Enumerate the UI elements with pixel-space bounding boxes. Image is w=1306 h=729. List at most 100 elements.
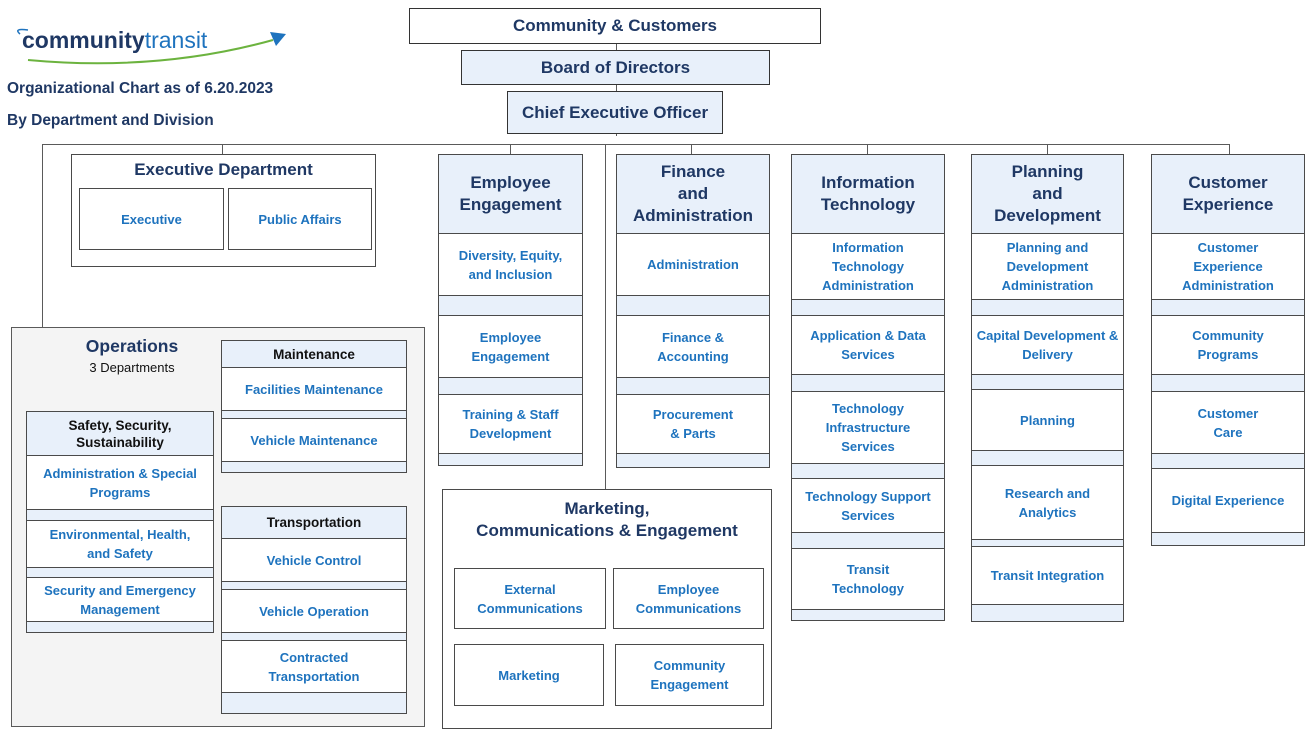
division-customer-care: Customer Care bbox=[1152, 392, 1304, 454]
planning-title: Planning and Development bbox=[972, 155, 1123, 234]
divider bbox=[792, 610, 944, 620]
division-security-emergency: Security and Emergency Management bbox=[27, 578, 213, 622]
divider bbox=[792, 533, 944, 549]
logo-text-community: community bbox=[22, 27, 145, 53]
division-administration: Administration bbox=[617, 234, 769, 296]
transportation-department: Transportation Vehicle Control Vehicle O… bbox=[221, 506, 407, 714]
divider bbox=[1152, 454, 1304, 469]
division-employee-engagement: Employee Engagement bbox=[439, 316, 582, 378]
divider bbox=[617, 454, 769, 467]
marketing-title: Marketing, Communications & Engagement bbox=[476, 499, 738, 540]
planning-department: Planning and Development Planning and De… bbox=[971, 154, 1124, 622]
division-procurement: Procurement & Parts bbox=[617, 395, 769, 454]
it-title: Information Technology bbox=[792, 155, 944, 234]
division-ehs: Environmental, Health, and Safety bbox=[27, 521, 213, 568]
divider bbox=[972, 540, 1123, 547]
division-employee-comms: Employee Communications bbox=[613, 568, 764, 629]
divider bbox=[1152, 375, 1304, 392]
maintenance-title: Maintenance bbox=[222, 341, 406, 368]
division-training: Training & Staff Development bbox=[439, 395, 582, 454]
divider bbox=[222, 411, 406, 419]
division-community-engagement: Community Engagement bbox=[615, 644, 764, 706]
divider bbox=[792, 375, 944, 392]
divider bbox=[972, 375, 1123, 390]
divider bbox=[439, 454, 582, 465]
divider bbox=[27, 622, 213, 632]
divider bbox=[222, 462, 406, 472]
divider bbox=[27, 568, 213, 578]
operations-panel: Operations 3 Departments Safety, Securit… bbox=[11, 327, 425, 727]
connector bbox=[616, 44, 617, 136]
divider bbox=[222, 582, 406, 590]
division-executive: Executive bbox=[79, 188, 224, 250]
divider bbox=[27, 510, 213, 521]
employee-engagement-title: Employee Engagement bbox=[439, 155, 582, 234]
community-customers-box: Community & Customers bbox=[409, 8, 821, 44]
divider bbox=[222, 633, 406, 641]
division-tech-support: Technology Support Services bbox=[792, 479, 944, 533]
connector bbox=[222, 144, 223, 154]
operations-title: Operations bbox=[85, 336, 179, 356]
division-planning: Planning bbox=[972, 390, 1123, 451]
connector bbox=[691, 144, 692, 154]
finance-title: Finance and Administration bbox=[617, 155, 769, 234]
division-dei: Diversity, Equity, and Inclusion bbox=[439, 234, 582, 296]
page-subtitle: By Department and Division bbox=[7, 112, 214, 129]
divider bbox=[617, 296, 769, 316]
connector bbox=[1229, 144, 1230, 154]
customer-experience-department: Customer Experience Customer Experience … bbox=[1151, 154, 1305, 546]
marketing-department: Marketing, Communications & Engagement E… bbox=[442, 489, 772, 729]
divider bbox=[972, 451, 1123, 466]
division-transit-tech: Transit Technology bbox=[792, 549, 944, 610]
connector bbox=[42, 144, 1230, 145]
division-marketing: Marketing bbox=[454, 644, 604, 706]
division-vehicle-maintenance: Vehicle Maintenance bbox=[222, 419, 406, 462]
divider bbox=[792, 464, 944, 479]
divider bbox=[617, 378, 769, 395]
divider bbox=[792, 300, 944, 316]
divider bbox=[1152, 533, 1304, 545]
division-community-programs: Community Programs bbox=[1152, 316, 1304, 375]
board-of-directors-box: Board of Directors bbox=[461, 50, 770, 85]
division-digital-experience: Digital Experience bbox=[1152, 469, 1304, 533]
division-pd-admin: Planning and Development Administration bbox=[972, 234, 1123, 300]
divider bbox=[439, 296, 582, 316]
division-vehicle-control: Vehicle Control bbox=[222, 539, 406, 582]
division-cx-admin: Customer Experience Administration bbox=[1152, 234, 1304, 300]
divider bbox=[1152, 300, 1304, 316]
safety-department: Safety, Security, Sustainability Adminis… bbox=[26, 411, 214, 633]
logo: communitytransit bbox=[8, 22, 298, 68]
division-tech-infra: Technology Infrastructure Services bbox=[792, 392, 944, 464]
employee-engagement-department: Employee Engagement Diversity, Equity, a… bbox=[438, 154, 583, 466]
division-public-affairs: Public Affairs bbox=[228, 188, 372, 250]
logo-swoosh-icon bbox=[17, 28, 286, 65]
finance-department: Finance and Administration Administratio… bbox=[616, 154, 770, 468]
divider bbox=[439, 378, 582, 395]
division-vehicle-operation: Vehicle Operation bbox=[222, 590, 406, 633]
connector bbox=[867, 144, 868, 154]
divider bbox=[972, 605, 1123, 621]
connector bbox=[605, 144, 606, 489]
division-capital-dev: Capital Development & Delivery bbox=[972, 316, 1123, 375]
division-finance-accounting: Finance & Accounting bbox=[617, 316, 769, 378]
divider bbox=[972, 300, 1123, 316]
division-transit-integration: Transit Integration bbox=[972, 547, 1123, 605]
connector bbox=[42, 144, 43, 327]
division-admin-special: Administration & Special Programs bbox=[27, 456, 213, 510]
division-facilities-maintenance: Facilities Maintenance bbox=[222, 368, 406, 411]
executive-department: Executive Department Executive Public Af… bbox=[71, 154, 376, 267]
connector bbox=[1047, 144, 1048, 154]
logo-text-transit: transit bbox=[144, 27, 208, 53]
it-department: Information Technology Information Techn… bbox=[791, 154, 945, 621]
maintenance-department: Maintenance Facilities Maintenance Vehic… bbox=[221, 340, 407, 473]
connector bbox=[510, 144, 511, 154]
division-contracted-transportation: Contracted Transportation bbox=[222, 641, 406, 693]
divider bbox=[222, 693, 406, 713]
page-title: Organizational Chart as of 6.20.2023 bbox=[7, 80, 274, 97]
ceo-box: Chief Executive Officer bbox=[507, 91, 723, 134]
transportation-title: Transportation bbox=[222, 507, 406, 539]
division-it-admin: Information Technology Administration bbox=[792, 234, 944, 300]
operations-subtitle: 3 Departments bbox=[89, 360, 175, 375]
division-app-data: Application & Data Services bbox=[792, 316, 944, 375]
safety-title: Safety, Security, Sustainability bbox=[27, 412, 213, 456]
